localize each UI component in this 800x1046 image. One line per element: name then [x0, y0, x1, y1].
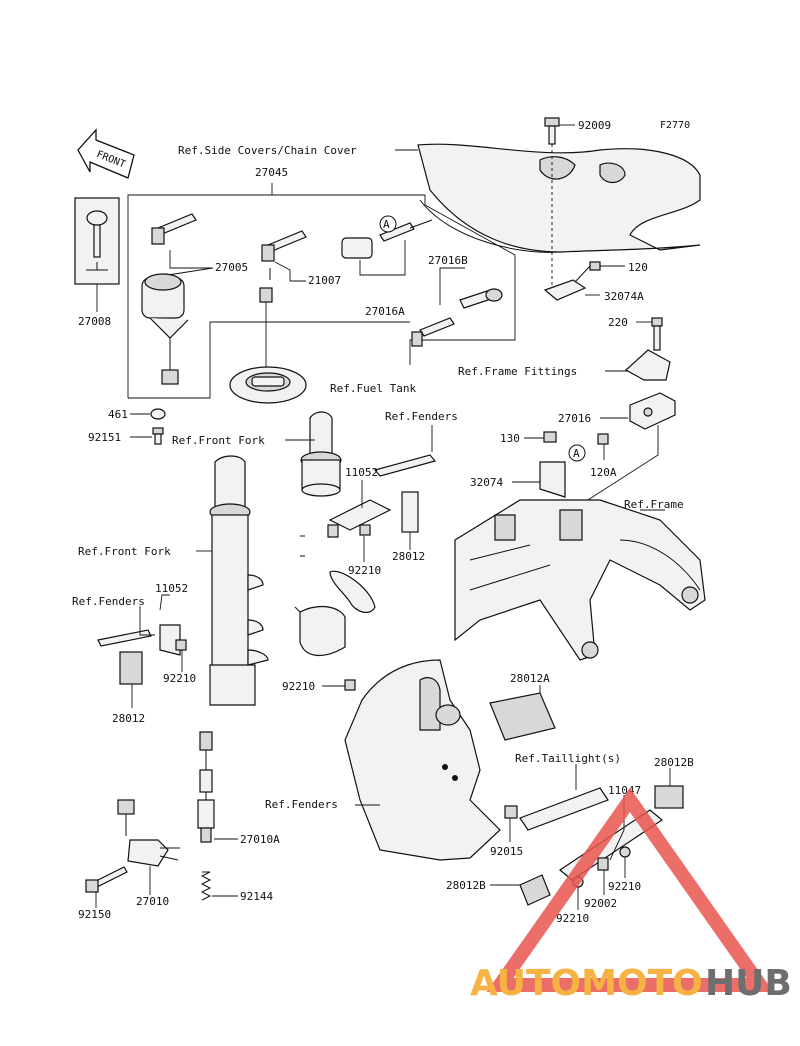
front-fork-upper: [285, 411, 342, 497]
side-cover-body: [417, 143, 701, 253]
label-27016B: 27016B: [428, 254, 468, 267]
clamp-assembly: [294, 425, 437, 656]
rear-fender: [322, 659, 501, 861]
seat-lock-set: [341, 215, 503, 347]
label-28012B: 28012B: [654, 756, 694, 769]
label-27010A: 27010A: [240, 833, 280, 846]
ref-fenders-3: Ref.Fenders: [265, 798, 338, 811]
ref-side-covers: Ref.Side Covers/Chain Cover: [178, 144, 357, 157]
label-92210-d: 92210: [608, 880, 641, 893]
label-120: 120: [628, 261, 648, 274]
fuel-cap: [229, 287, 307, 404]
label-461: 461: [108, 408, 128, 421]
label-28012-a: 28012: [392, 550, 425, 563]
diagram-code: F2770: [660, 120, 690, 131]
label-92015: 92015: [490, 845, 523, 858]
label-27045: 27045: [255, 166, 288, 179]
ignition-switch: [141, 273, 189, 385]
label-27016: 27016: [558, 412, 591, 425]
label-27005: 27005: [215, 261, 248, 274]
watermark-text-2: HUB: [705, 963, 792, 1004]
label-27008: 27008: [78, 315, 111, 328]
label-27016A: 27016A: [365, 305, 405, 318]
label-32074: 32074: [470, 476, 503, 489]
front-arrow-icon: FRONT: [77, 128, 135, 179]
label-92151: 92151: [88, 431, 121, 444]
label-28012A: 28012A: [510, 672, 550, 685]
watermark-logo: AUTOMOTO HUB: [470, 787, 792, 1004]
key-card: [74, 197, 120, 312]
holder-27016: [579, 392, 676, 506]
watermark-triangle-icon: [486, 787, 774, 992]
grommet-bolt: [130, 408, 166, 445]
ref-fuel-tank: Ref.Fuel Tank: [330, 382, 416, 395]
label-11052-a: 11052: [345, 466, 378, 479]
bracket-32074: [512, 431, 609, 498]
brake-switch: [197, 731, 238, 901]
label-21007: 21007: [308, 274, 341, 287]
callout-a-2: A: [573, 447, 580, 460]
ref-fenders-1: Ref.Fenders: [385, 410, 458, 423]
ref-front-fork-1: Ref.Front Fork: [172, 434, 265, 447]
bolt-92009: [544, 117, 575, 285]
bracket-32074A: [543, 261, 625, 301]
front-fork-lower: [196, 455, 269, 706]
label-27010: 27010: [136, 895, 169, 908]
reflector-28012A: [489, 685, 556, 741]
label-220: 220: [608, 316, 628, 329]
callout-a-1: A: [383, 218, 390, 231]
label-28012B-2: 28012B: [446, 879, 486, 892]
frame: [454, 499, 706, 661]
left-bracket-set: [97, 594, 187, 708]
frame-fitting-bracket: [605, 317, 671, 381]
ref-taillight: Ref.Taillight(s): [515, 752, 621, 765]
lock-set-outline: [127, 183, 516, 399]
ref-frame-fittings: Ref.Frame Fittings: [458, 365, 577, 378]
rear-brake-switch: [85, 799, 180, 908]
label-92002: 92002: [584, 897, 617, 910]
ref-fenders-2: Ref.Fenders: [72, 595, 145, 608]
label-92210-b: 92210: [163, 672, 196, 685]
ref-frame: Ref.Frame: [624, 498, 684, 511]
label-120A: 120A: [590, 466, 617, 479]
label-130: 130: [500, 432, 520, 445]
label-11052-b: 11052: [155, 582, 188, 595]
ref-front-fork-2: Ref.Front Fork: [78, 545, 171, 558]
watermark-text-1: AUTOMOTO: [470, 963, 703, 1004]
label-32074A: 32074A: [604, 290, 644, 303]
ignition-keys: [151, 213, 307, 280]
label-92009: 92009: [578, 119, 611, 132]
label-92210-e: 92210: [556, 912, 589, 925]
label-11047: 11047: [608, 784, 641, 797]
label-92210-c: 92210: [282, 680, 315, 693]
label-92210-a: 92210: [348, 564, 381, 577]
label-92144: 92144: [240, 890, 273, 903]
label-92150: 92150: [78, 908, 111, 921]
label-28012-b: 28012: [112, 712, 145, 725]
